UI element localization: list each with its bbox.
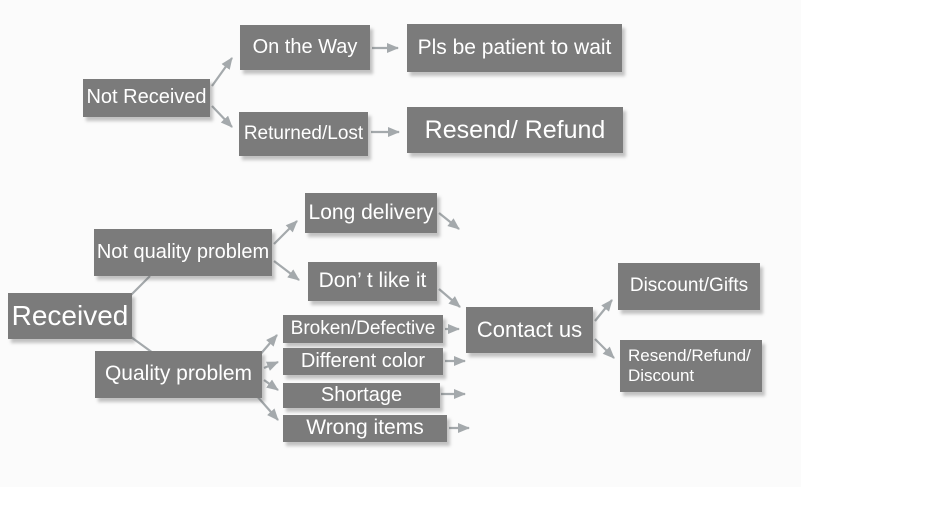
node-wrong-items: Wrong items — [283, 415, 447, 442]
edge-quality-diffcolor — [263, 360, 279, 371]
node-shortage: Shortage — [283, 383, 440, 408]
edge-dontlike-contactus — [438, 288, 461, 308]
node-contact-us: Contact us — [466, 307, 593, 353]
edge-notreceived-ontheway — [211, 57, 233, 87]
node-different-color: Different color — [283, 348, 443, 375]
node-quality-problem: Quality problem — [95, 351, 262, 398]
node-returned-lost: Returned/Lost — [239, 112, 368, 156]
edge-notquality-dontlike — [273, 260, 300, 281]
node-broken-defective: Broken/Defective — [283, 315, 443, 343]
edge-received-quality — [130, 336, 154, 354]
edge-contactus-discountgifts — [594, 299, 613, 322]
edge-contactus-resenddiscount — [594, 338, 615, 359]
node-received: Received — [8, 293, 132, 339]
edge-longdelivery-contactus — [438, 212, 460, 230]
node-resend-refund-discount: Resend/Refund/ Discount — [620, 340, 762, 392]
node-not-quality-problem: Not quality problem — [94, 229, 272, 276]
edge-received-notquality — [129, 275, 151, 297]
node-pls-be-patient: Pls be patient to wait — [407, 24, 622, 72]
edge-notquality-longdelivery — [273, 220, 298, 245]
node-discount-gifts: Discount/Gifts — [618, 263, 760, 310]
node-long-delivery: Long delivery — [305, 193, 437, 233]
node-resend-refund: Resend/ Refund — [407, 107, 623, 153]
node-on-the-way: On the Way — [240, 25, 370, 70]
edge-quality-shortage — [263, 379, 279, 391]
edge-notreceived-returnedlost — [211, 105, 233, 128]
node-not-received: Not Received — [83, 79, 210, 117]
node-resend-refund-discount-line2: Discount — [628, 366, 695, 385]
node-resend-refund-discount-line1: Resend/Refund/ — [628, 346, 751, 366]
node-dont-like-it: Don’ t like it — [308, 262, 437, 301]
edge-quality-wrongitems — [255, 394, 279, 421]
